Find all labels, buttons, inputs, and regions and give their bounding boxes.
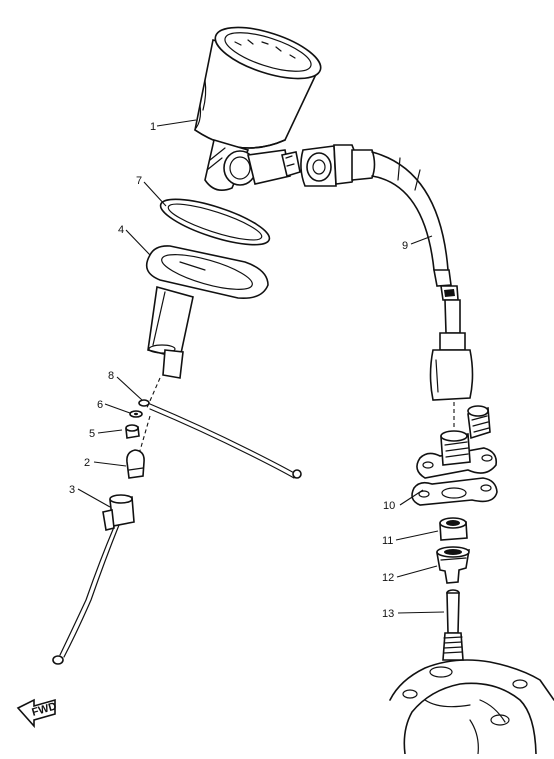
- callout-1: 1: [150, 121, 156, 133]
- part-10-gear-housing: [411, 430, 498, 506]
- part-3-socket: [52, 494, 135, 665]
- callout-5: 5: [89, 428, 95, 440]
- callout-numbers: 1 7 4 8 6 5 2 3 9 10 11 12 13: [69, 121, 408, 620]
- callout-leaders: [77, 119, 445, 614]
- callout-6: 6: [97, 399, 103, 411]
- callout-2: 2: [84, 457, 90, 469]
- part-6-washer: [129, 410, 143, 418]
- callout-3: 3: [69, 484, 75, 496]
- callout-13: 13: [382, 608, 394, 620]
- gear-housing-bolt: [467, 405, 491, 440]
- engine-casing: [389, 659, 554, 755]
- part-2-bulb: [126, 449, 145, 479]
- callout-11: 11: [382, 535, 393, 547]
- callout-9: 9: [402, 240, 408, 252]
- part-7-ring: [159, 198, 271, 246]
- part-13-gear-shaft: [442, 589, 464, 661]
- part-9-cable: [300, 144, 474, 430]
- callout-4: 4: [118, 224, 124, 236]
- part-12-bushing: [436, 546, 470, 584]
- callout-10: 10: [383, 500, 395, 512]
- callout-8: 8: [108, 370, 114, 382]
- fwd-arrow-badge: FWD: [16, 698, 58, 729]
- callout-7: 7: [136, 175, 142, 187]
- part-4-bracket: [134, 245, 269, 469]
- part-1-speedometer: [194, 26, 322, 191]
- part-11-washer: [439, 517, 468, 541]
- callout-12: 12: [382, 572, 394, 584]
- part-5-nut: [125, 424, 140, 439]
- part-8-fitting: [138, 399, 302, 479]
